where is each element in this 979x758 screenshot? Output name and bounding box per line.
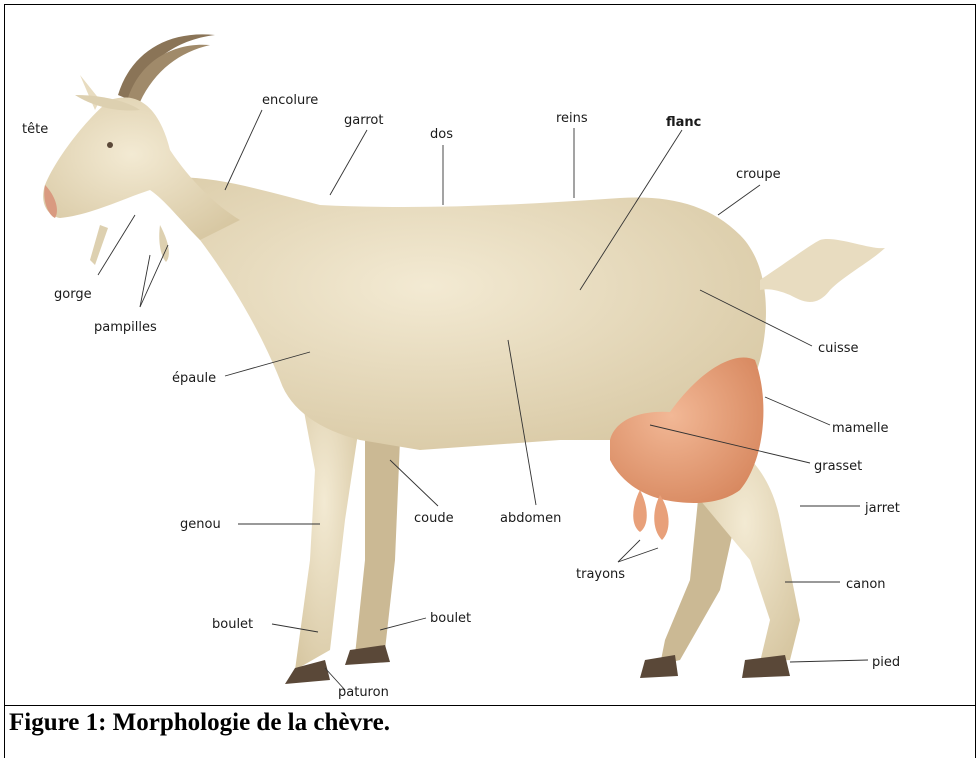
goat-beard: [90, 225, 108, 265]
label-trayons: trayons: [576, 567, 625, 582]
label-garrot: garrot: [344, 113, 383, 128]
goat-tail: [760, 239, 885, 302]
goat-teat-2: [654, 495, 668, 540]
leader-pampilles-a: [140, 255, 150, 307]
label-canon: canon: [846, 577, 886, 592]
label-cuisse: cuisse: [818, 341, 859, 356]
goat-tassel: [159, 225, 169, 262]
hoof-front-far: [345, 645, 390, 665]
label-boulet-rear: boulet: [430, 611, 471, 626]
hoof-rear-far: [640, 655, 678, 678]
label-pampilles: pampilles: [94, 320, 157, 335]
leader-mamelle: [765, 397, 830, 425]
leader-trayons-a: [618, 540, 640, 562]
leader-trayons-b: [618, 548, 658, 562]
label-tete: tête: [22, 122, 48, 137]
front-leg-far: [355, 430, 400, 655]
goat-neck-head: [43, 97, 240, 240]
label-croupe: croupe: [736, 167, 781, 182]
leader-garrot: [330, 130, 367, 195]
label-abdomen: abdomen: [500, 511, 561, 526]
label-coude: coude: [414, 511, 454, 526]
goat-eye: [107, 142, 113, 148]
label-reins: reins: [556, 111, 588, 126]
label-pied: pied: [872, 655, 900, 670]
goat-illustration: [43, 34, 885, 684]
label-paturon: paturon: [338, 685, 389, 700]
hoof-front-near: [285, 660, 330, 684]
label-genou: genou: [180, 517, 221, 532]
leader-pampilles-b: [140, 245, 168, 307]
label-gorge: gorge: [54, 287, 92, 302]
goat-morphology-diagram: tête encolure garrot dos reins flanc cro…: [0, 0, 979, 706]
label-mamelle: mamelle: [832, 421, 889, 436]
label-encolure: encolure: [262, 93, 318, 108]
label-grasset: grasset: [814, 459, 862, 474]
leader-croupe: [718, 185, 760, 215]
hoof-rear-near: [742, 655, 790, 678]
label-dos: dos: [430, 127, 453, 142]
leader-encolure: [225, 110, 262, 190]
label-flanc: flanc: [666, 115, 701, 130]
label-epaule: épaule: [172, 371, 216, 386]
leader-pied: [790, 660, 868, 662]
goat-teat: [633, 490, 647, 532]
figure-caption: Figure 1: Morphologie de la chèvre.: [9, 709, 390, 737]
leader-gorge: [98, 215, 135, 275]
label-jarret: jarret: [864, 501, 900, 516]
label-boulet-front: boulet: [212, 617, 253, 632]
